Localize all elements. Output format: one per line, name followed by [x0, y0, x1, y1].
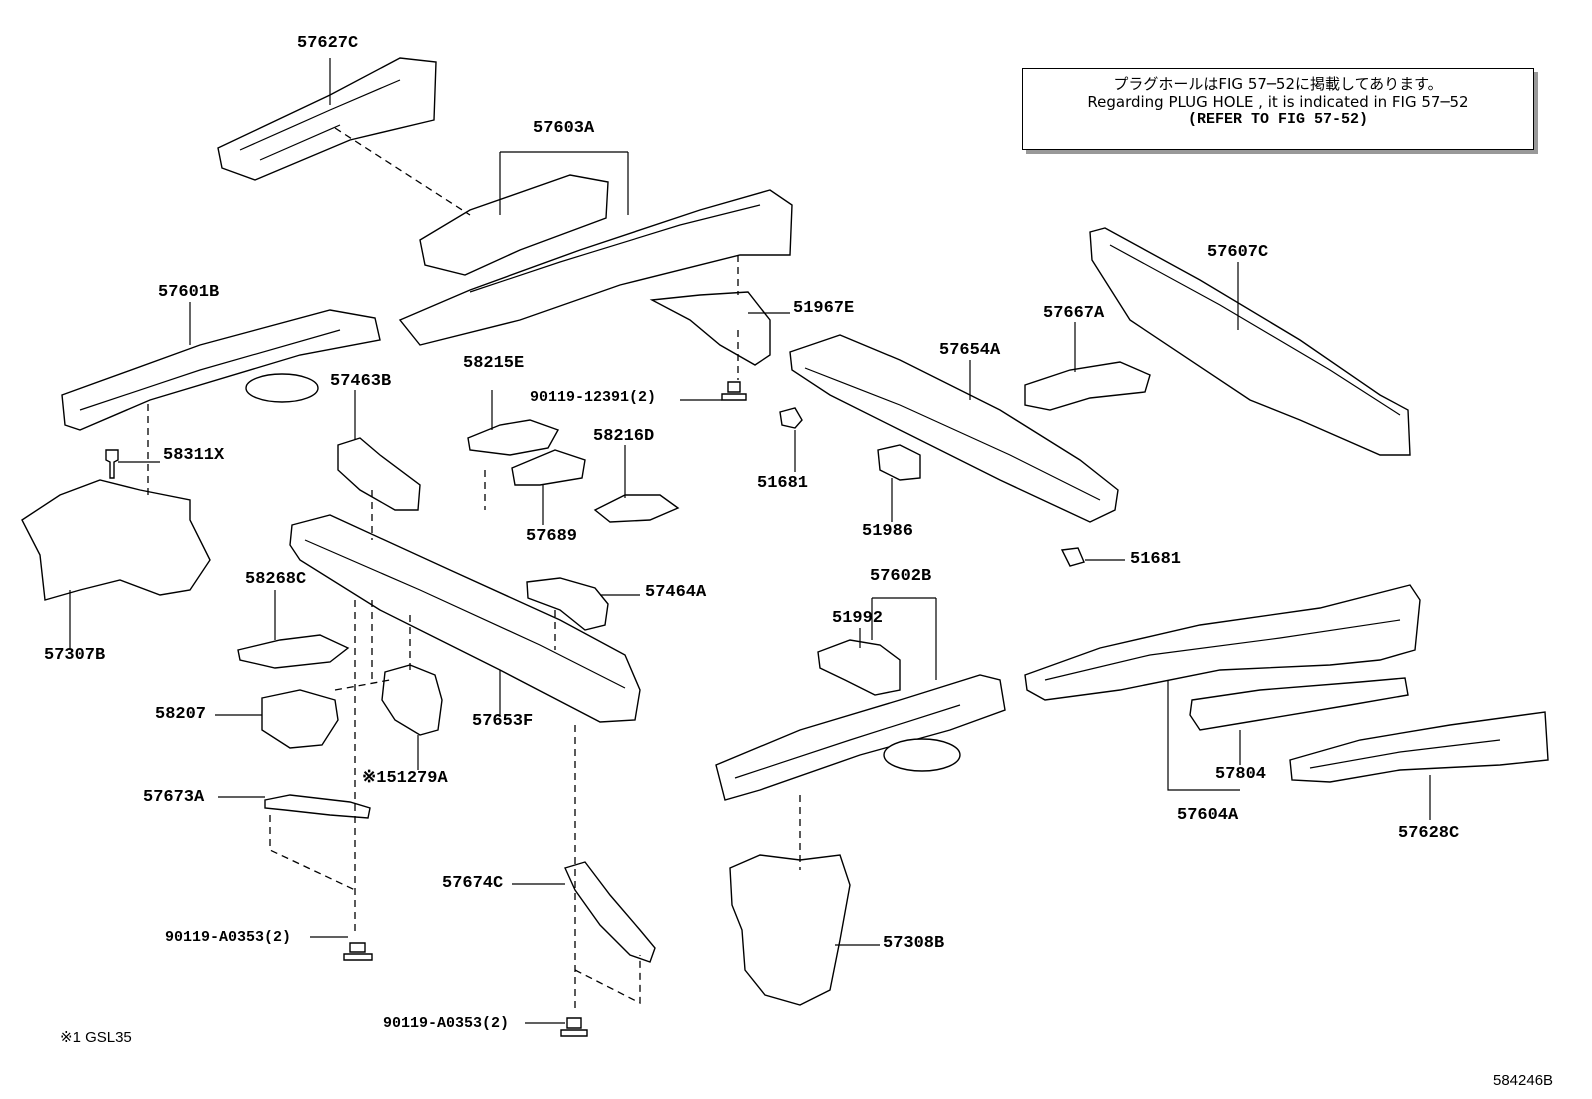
label-57308B: 57308B [883, 934, 945, 953]
label-51681-b: 51681 [1130, 550, 1182, 569]
figure-id: 584246B [1493, 1072, 1554, 1089]
part-90119-A0353-left [343, 942, 373, 961]
part-57601B-mount [245, 373, 319, 403]
part-57602B-mount [883, 738, 961, 772]
part-57628C [1289, 711, 1549, 783]
part-57604A [1024, 584, 1421, 701]
part-51279A [381, 664, 443, 736]
label-51681-a: 51681 [757, 474, 809, 493]
label-57654A: 57654A [939, 341, 1001, 360]
part-58216D [593, 494, 680, 523]
label-57602B: 57602B [870, 567, 932, 586]
part-51967E [649, 291, 771, 366]
part-58311X [105, 449, 119, 479]
label-57627C: 57627C [297, 34, 359, 53]
label-57307B: 57307B [44, 646, 106, 665]
part-57464A [526, 577, 609, 631]
label-51992: 51992 [832, 609, 884, 628]
label-57673A: 57673A [143, 788, 205, 807]
part-57627C [217, 57, 437, 181]
label-57601B: 57601B [158, 283, 220, 302]
label-51279A: ※151279A [362, 769, 448, 788]
part-57689 [511, 449, 586, 486]
part-57602B [715, 674, 1006, 801]
label-57463B: 57463B [330, 372, 392, 391]
part-58215E [467, 419, 560, 456]
part-57603A [398, 189, 793, 346]
label-57607C: 57607C [1207, 243, 1269, 262]
label-58311X: 58311X [163, 446, 225, 465]
label-58216D: 58216D [593, 427, 655, 446]
label-57628C: 57628C [1398, 824, 1460, 843]
footnote: ※1 GSL35 [60, 1029, 132, 1046]
label-57674C: 57674C [442, 874, 504, 893]
label-57689: 57689 [526, 527, 578, 546]
part-51986 [877, 444, 921, 481]
label-90119-A0353-left: 90119-A0353(2) [165, 929, 292, 946]
part-57308B [729, 854, 851, 1006]
note-english: Regarding PLUG HOLE , it is indicated in… [1087, 93, 1469, 111]
label-58215E: 58215E [463, 354, 525, 373]
part-57673A [264, 794, 371, 819]
part-51992 [817, 639, 901, 696]
part-57667A [1024, 361, 1151, 411]
part-51681-a [779, 407, 803, 429]
part-57603A-inner [419, 174, 609, 276]
label-57603A: 57603A [533, 119, 595, 138]
part-58268C [237, 634, 350, 669]
label-51967E: 51967E [793, 299, 855, 318]
label-90119-12391: 90119-12391(2) [530, 389, 657, 406]
note-japanese: プラグホールはFIG 57─52に掲載してあります。 [1113, 75, 1443, 93]
plug-hole-note: プラグホールはFIG 57─52に掲載してあります。 Regarding PLU… [1022, 68, 1534, 150]
part-57607C [1089, 227, 1411, 456]
label-57667A: 57667A [1043, 304, 1105, 323]
label-57604A: 57604A [1177, 806, 1239, 825]
part-57463B [337, 437, 421, 511]
note-reference: (REFER TO FIG 57-52) [1187, 111, 1369, 128]
label-57464A: 57464A [645, 583, 707, 602]
label-90119-A0353-bottom: 90119-A0353(2) [383, 1015, 510, 1032]
part-57674C [564, 861, 656, 963]
part-90119-A0353-bottom [560, 1017, 588, 1037]
part-51681-b [1060, 547, 1085, 567]
part-57804 [1189, 677, 1409, 731]
part-58207 [261, 689, 339, 749]
label-57804: 57804 [1215, 765, 1267, 784]
part-57307B [21, 479, 211, 601]
label-58207: 58207 [155, 705, 207, 724]
label-51986: 51986 [862, 522, 914, 541]
label-58268C: 58268C [245, 570, 307, 589]
part-57601B [61, 309, 381, 431]
part-57653F [289, 514, 641, 723]
label-57653F: 57653F [472, 712, 534, 731]
part-57654A [789, 334, 1119, 523]
part-90119-12391 [721, 381, 747, 401]
